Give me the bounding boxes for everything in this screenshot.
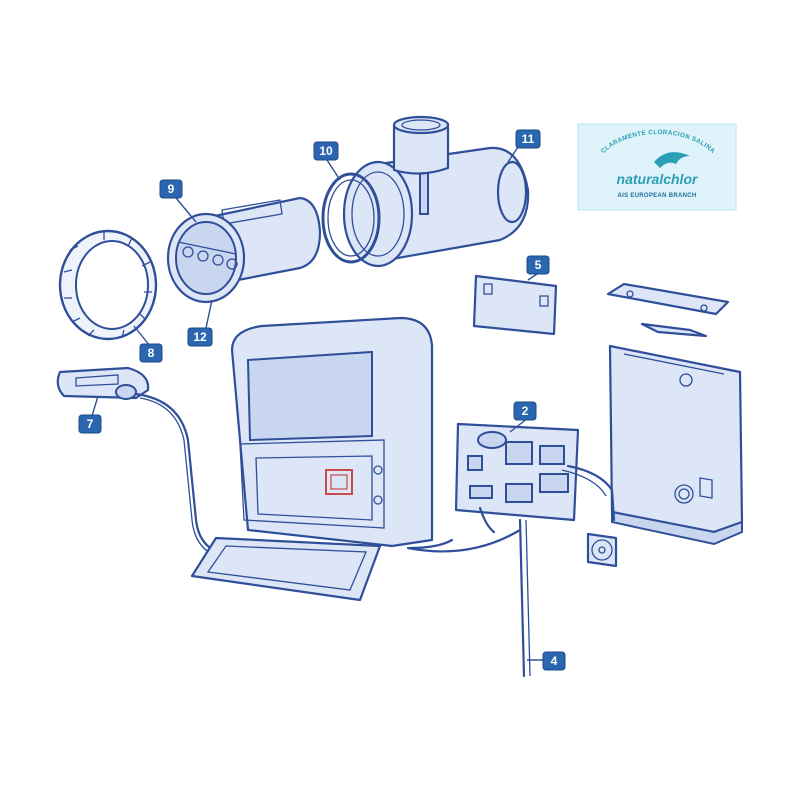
- svg-text:8: 8: [148, 346, 155, 360]
- part-11-pipe-housing: [342, 115, 530, 268]
- part-7-probe-sensor: [56, 366, 242, 561]
- part-5-cover-plate: [472, 274, 558, 336]
- dolphin-icon: [654, 152, 690, 168]
- callout-12: 12: [187, 327, 213, 347]
- callout-2: 2: [513, 401, 537, 421]
- cooling-fan: [586, 532, 618, 568]
- callout-11: 11: [515, 129, 541, 149]
- callout-5: 5: [526, 255, 550, 275]
- svg-text:12: 12: [193, 330, 207, 344]
- back-panel: [608, 344, 744, 546]
- svg-text:9: 9: [168, 182, 175, 196]
- svg-text:11: 11: [522, 132, 535, 146]
- svg-text:4: 4: [551, 654, 558, 668]
- svg-text:7: 7: [87, 417, 94, 431]
- svg-text:5: 5: [535, 258, 542, 272]
- svg-text:2: 2: [522, 404, 529, 418]
- svg-text:10: 10: [319, 144, 333, 158]
- callout-8: 8: [139, 343, 163, 363]
- callout-10: 10: [313, 141, 339, 161]
- part-2-circuit-board: [454, 422, 616, 534]
- part-10-o-ring: [321, 172, 381, 264]
- callout-9: 9: [159, 179, 183, 199]
- callout-7: 7: [78, 414, 102, 434]
- brand-logo: CLARAMENTE CLORACION SALINA naturalchlor…: [577, 123, 737, 211]
- control-box: [190, 316, 454, 602]
- part-8-threaded-nut: [58, 229, 158, 341]
- logo-brand-name: naturalchlor: [617, 171, 699, 187]
- part-4-power-cable: [406, 518, 531, 678]
- callout-4: 4: [542, 651, 566, 671]
- mounting-brackets: [606, 282, 730, 338]
- part-9-electrode: [166, 196, 322, 304]
- logo-branch-text: AIS EUROPEAN BRANCH: [617, 193, 696, 199]
